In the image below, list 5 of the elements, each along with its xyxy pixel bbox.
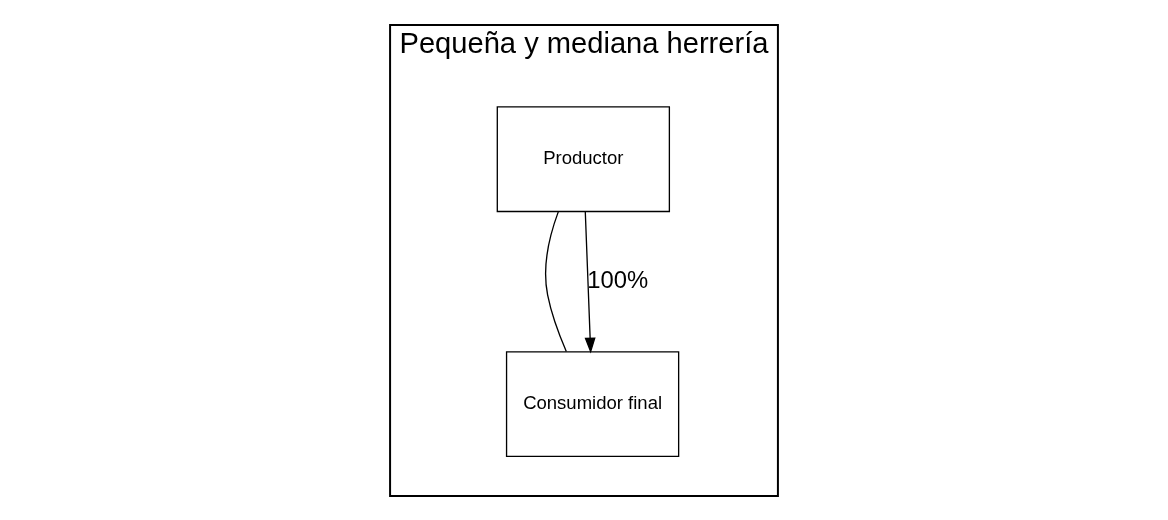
node-box: Consumidor final xyxy=(505,350,680,457)
edge-label: 100% xyxy=(587,265,649,292)
connector xyxy=(544,210,567,352)
arrow xyxy=(584,210,596,353)
node-box: Productor xyxy=(496,105,671,212)
